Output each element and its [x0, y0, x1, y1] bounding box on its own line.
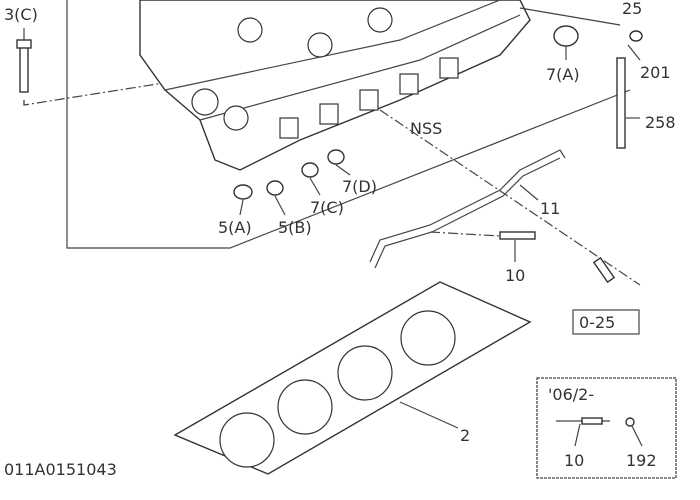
cylinder-head [139, 0, 531, 171]
inset-label-192: 192 [626, 451, 657, 470]
inset-date: '06/2- [548, 385, 594, 404]
glow-plug-harness [369, 109, 641, 286]
bolt-3c [16, 28, 32, 93]
reference-frame-lines [23, 0, 631, 249]
label-3c: 3(C) [4, 5, 38, 24]
inset-label-10: 10 [564, 451, 584, 470]
ref-0-25-label: 0-25 [579, 313, 615, 332]
label-7d: 7(D) [342, 177, 377, 196]
inset-box: '06/2- 10 192 [536, 377, 677, 479]
label-2: 2 [460, 426, 470, 445]
label-258: 258 [645, 113, 676, 132]
label-10: 10 [505, 266, 525, 285]
label-11: 11 [540, 199, 560, 218]
label-7c: 7(C) [310, 198, 344, 217]
drawing-code: 011A0151043 [4, 460, 117, 479]
reference-0-25: 0-25 [572, 309, 640, 335]
label-201: 201 [640, 63, 671, 82]
label-25: 25 [622, 0, 642, 18]
label-nss: NSS [410, 119, 442, 138]
label-5a: 5(A) [218, 218, 252, 237]
plugs-and-seals [233, 7, 643, 216]
label-7a: 7(A) [546, 65, 580, 84]
head-gasket [173, 281, 532, 475]
label-5b: 5(B) [278, 218, 312, 237]
callout-labels: 3(C) 25 201 7(A) 258 NSS 7(D) 7(C) 5(A) … [4, 0, 676, 479]
